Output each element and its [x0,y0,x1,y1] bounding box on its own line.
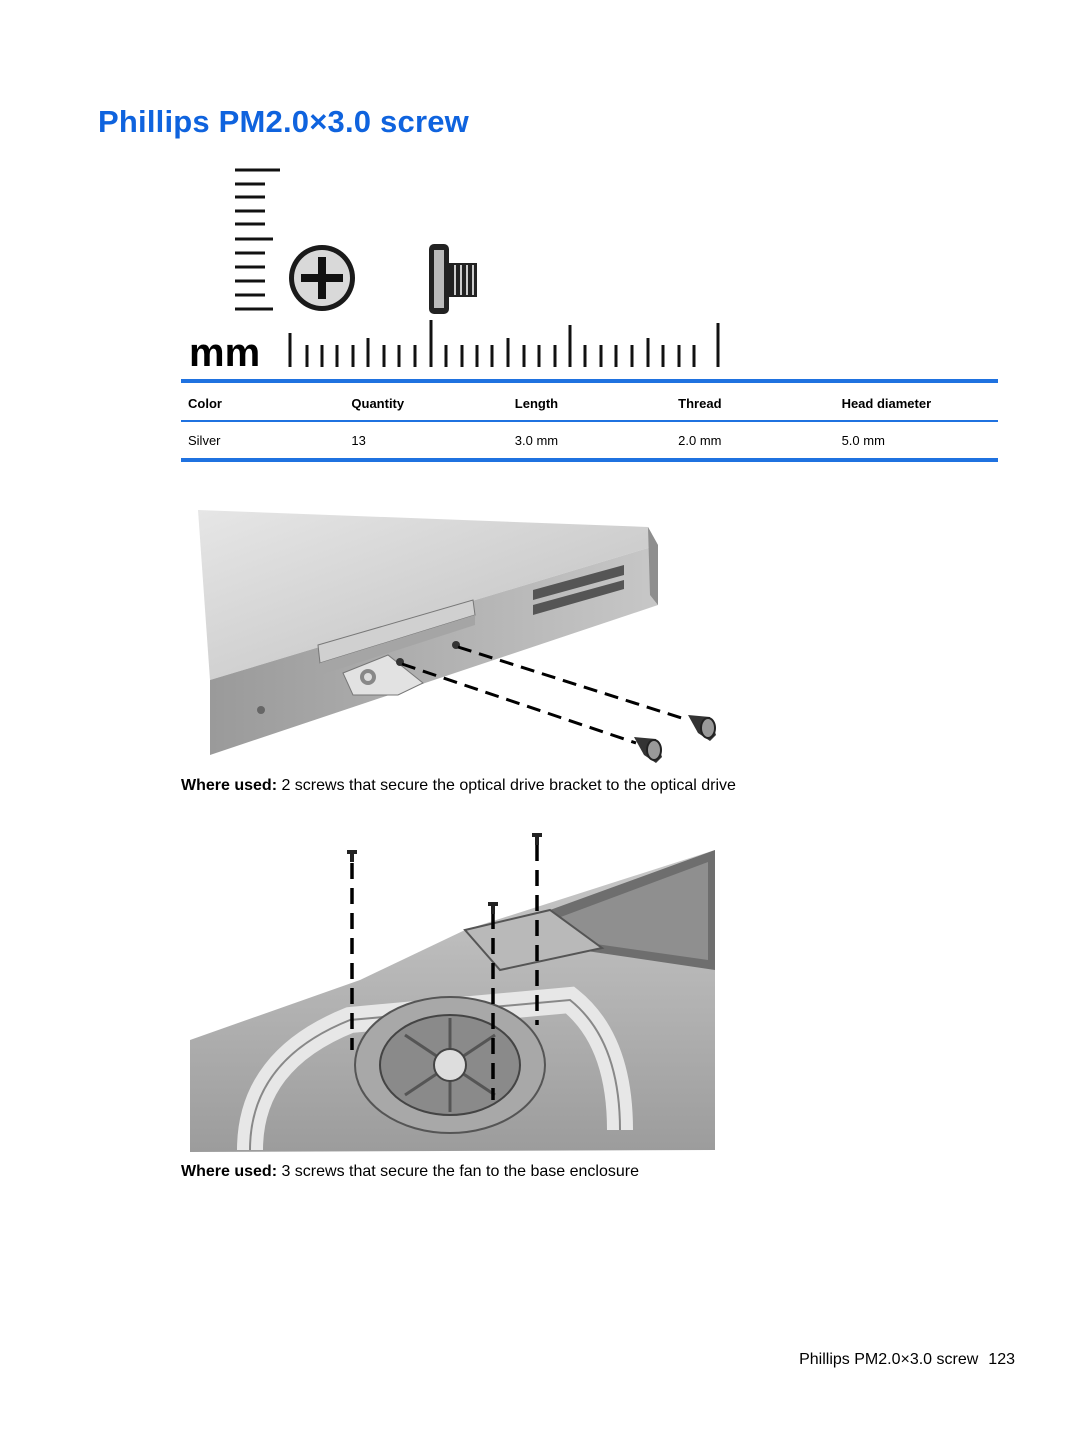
figure-caption: Where used: 3 screws that secure the fan… [181,1163,639,1181]
vertical-ruler [235,168,280,311]
col-header-quantity: Quantity [344,383,508,422]
screw-icon [688,715,716,741]
cell-color: Silver [188,433,221,448]
caption-label: Where used: [181,1163,278,1180]
screw-scale-illustration: mm [189,168,720,375]
caption-text: 2 screws that secure the optical drive b… [277,777,736,794]
fan-illustration [190,833,715,1152]
table-top-rule [181,379,998,383]
page-number: 123 [988,1351,1015,1368]
table-header-row: Color Quantity Length Thread Head diamet… [181,383,998,422]
horizontal-ruler [288,320,720,367]
screw-icon [634,737,662,763]
col-header-thread: Thread [671,383,835,422]
phillips-head-icon [289,245,355,311]
col-header-head-diameter: Head diameter [834,383,998,422]
screw-icon [347,850,357,862]
screw-spec-table: Color Quantity Length Thread Head diamet… [181,379,998,462]
screw-icon [488,902,498,914]
scale-unit-label: mm [189,331,260,375]
cell-head-diameter: 5.0 mm [841,433,885,448]
col-header-length: Length [507,383,672,422]
table-row: Silver 13 3.0 mm 2.0 mm 5.0 mm [181,421,998,458]
cell-quantity: 13 [351,433,366,448]
col-header-color: Color [181,383,345,422]
screw-icon [532,833,542,845]
page-footer: Phillips PM2.0×3.0 screw 123 [799,1351,1015,1369]
caption-label: Where used: [181,777,278,794]
cell-length: 3.0 mm [514,433,559,448]
cell-thread: 2.0 mm [678,433,722,448]
screw-side-icon [429,244,477,314]
page-title: Phillips PM2.0×3.0 screw [98,104,469,139]
table-bottom-rule [181,458,998,462]
figure-caption: Where used: 2 screws that secure the opt… [181,777,736,795]
caption-text: 3 screws that secure the fan to the base… [277,1163,639,1180]
optical-drive-illustration [198,510,716,763]
footer-title: Phillips PM2.0×3.0 screw [799,1351,979,1368]
